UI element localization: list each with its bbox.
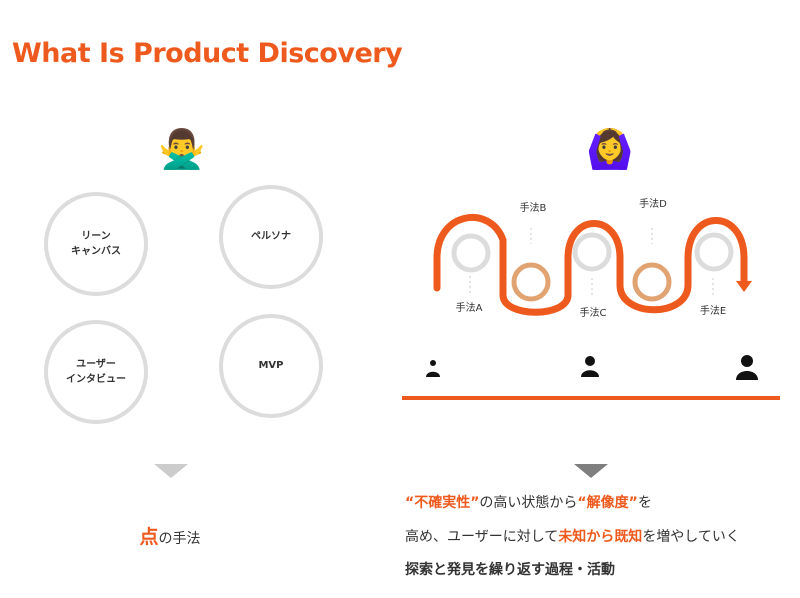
method-label-e: 手法E <box>700 304 726 317</box>
method-label-c: 手法C <box>580 306 607 319</box>
ring-c <box>572 232 612 272</box>
quote-resolution: “解像度” <box>577 495 638 511</box>
summary-line-3: 探索と発見を繰り返す過程・活動 <box>405 562 615 578</box>
user-silhouette-icon <box>736 355 758 380</box>
wavy-path <box>433 214 748 316</box>
user-silhouette-icon <box>581 356 599 377</box>
quote-uncertainty: “不確実性” <box>405 495 480 511</box>
emphasis-kara: から <box>586 529 615 545</box>
text-segment: 高め、ユーザーに対して <box>405 529 559 545</box>
timeline-baseline <box>402 396 780 400</box>
path-arrow-head <box>736 281 752 292</box>
method-label-d: 手法D <box>639 197 667 210</box>
method-label-a: 手法A <box>456 301 483 314</box>
text-segment: を増やしていく <box>642 529 740 545</box>
person-gesturing-no-icon: 🙅‍♂️ <box>158 127 206 171</box>
text-segment: を <box>637 495 652 511</box>
emphasis-unknown: 未知 <box>558 529 587 545</box>
method-circle-mvp: MVP <box>219 314 323 418</box>
ring-a <box>451 233 491 273</box>
method-circle-user-interview: ユーザー インタビュー <box>44 320 148 424</box>
summary-line-1: “不確実性”の高い状態から“解像度”を <box>405 492 652 512</box>
ring-peach-1 <box>511 262 551 302</box>
emphasis-known: 既知 <box>614 529 643 545</box>
summary-line-2: 高め、ユーザーに対して未知から既知を増やしていく <box>405 526 740 546</box>
user-silhouette-icon <box>426 360 440 377</box>
method-circle-persona: ペルソナ <box>219 185 323 289</box>
caption-emphasis: 点 <box>139 526 159 548</box>
page-title: What Is Product Discovery <box>12 38 403 69</box>
ring-e <box>694 232 734 272</box>
left-caption: 点の手法 <box>0 522 340 549</box>
person-gesturing-ok-icon: 🙆‍♀️ <box>586 127 634 171</box>
down-arrow-icon <box>154 464 188 478</box>
down-arrow-icon <box>574 464 608 478</box>
method-circle-lean-canvas: リーン キャンバス <box>44 192 148 296</box>
method-label-b: 手法B <box>520 201 547 214</box>
text-segment: の高い状態から <box>479 495 578 511</box>
caption-rest: の手法 <box>158 531 201 547</box>
ring-peach-2 <box>632 262 672 302</box>
